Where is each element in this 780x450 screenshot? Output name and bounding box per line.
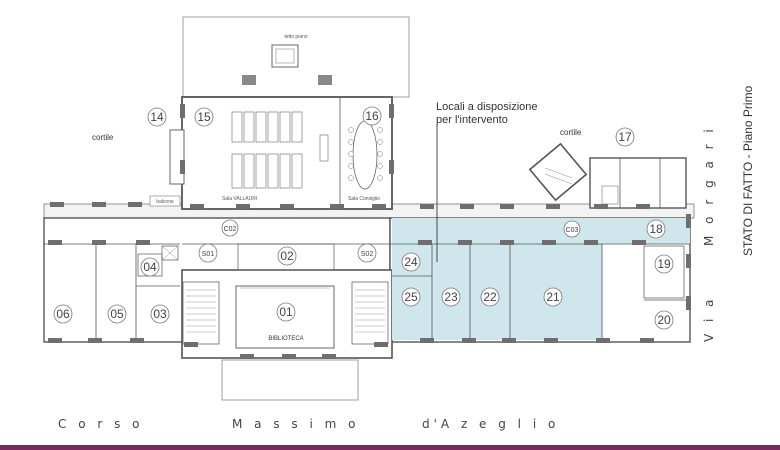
room-01: 01 — [279, 305, 293, 319]
room-c02: C02 — [224, 226, 237, 233]
annotation-line-1: Locali a disposizione — [436, 101, 538, 113]
left-staircase-tower: balcone — [149, 129, 185, 207]
room-22: 22 — [483, 290, 497, 304]
room-03: 03 — [153, 307, 167, 321]
room-14: 14 — [150, 110, 164, 124]
room-04: 04 — [143, 260, 157, 274]
room-19: 19 — [657, 257, 671, 271]
room-numbers: 01 02 03 04 05 06 14 15 16 17 18 19 20 2… — [56, 109, 671, 327]
room-05: 05 — [110, 307, 124, 321]
sala-consiglio-label: Sala Consiglio — [348, 196, 380, 202]
balcony-label: balcone — [156, 199, 174, 205]
facade-piers — [48, 104, 691, 359]
room-02: 02 — [280, 249, 294, 263]
room-16: 16 — [365, 109, 379, 123]
roof-terrace: tetto piano — [182, 16, 410, 98]
annotation-line-2: per l'intervento — [436, 114, 508, 126]
street-dazeglio: d'A z e g l i o — [422, 417, 559, 431]
right-stair-tower — [528, 142, 588, 202]
cortile-right-label: cortile — [560, 128, 582, 137]
room-21: 21 — [546, 290, 560, 304]
front-terrace — [221, 359, 359, 401]
room-23: 23 — [444, 290, 458, 304]
room-25: 25 — [404, 290, 418, 304]
stairs — [186, 289, 385, 333]
room-18: 18 — [649, 222, 663, 236]
room-20: 20 — [657, 313, 671, 327]
room-s02: S02 — [361, 251, 374, 258]
cortile-left-label: cortile — [92, 133, 114, 142]
council-table — [339, 97, 383, 205]
biblioteca-label: BIBLIOTECA — [268, 336, 303, 342]
room-06: 06 — [56, 307, 70, 321]
street-via: V i a — [702, 295, 716, 342]
plan-title: STATO DI FATTO - Piano Primo — [741, 85, 755, 256]
room-17: 17 — [618, 130, 632, 144]
sala-vallauri-label: Sala VALLAURI — [222, 196, 257, 202]
street-massimo: M a s s i m o — [232, 417, 359, 431]
street-corso: C o r s o — [58, 417, 144, 431]
room-24: 24 — [404, 255, 418, 269]
roof-label: tetto piano — [284, 34, 308, 40]
street-morgari: M o r g a r i — [702, 125, 716, 246]
service-block — [589, 157, 687, 209]
room-15: 15 — [197, 110, 211, 124]
room-markers — [53, 106, 674, 330]
auditorium-seats — [231, 111, 329, 189]
footer-bar — [0, 445, 780, 450]
room-c03: C03 — [566, 227, 579, 234]
room-s01: S01 — [202, 251, 215, 258]
